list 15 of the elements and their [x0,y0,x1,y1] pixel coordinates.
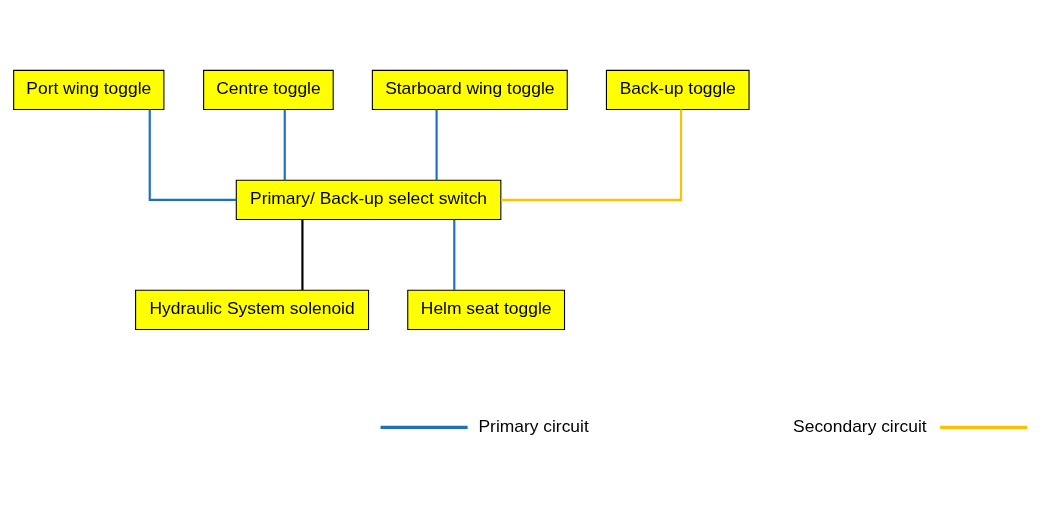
node-box: Hydraulic System solenoid [135,289,370,330]
node-box: Centre toggle [203,69,334,110]
connector [301,219,304,290]
connector [501,109,683,201]
connector [148,109,237,201]
connector [453,219,456,290]
connector [435,109,438,180]
node-box: Primary/ Back-up select switch [235,179,502,220]
node-box: Port wing toggle [13,69,165,110]
legend-label: Primary circuit [478,415,589,436]
connector [283,109,286,180]
node-box: Helm seat toggle [407,289,566,330]
legend-label: Secondary circuit [793,415,927,436]
node-box: Starboard wing toggle [371,69,568,110]
node-box: Back-up toggle [605,69,750,110]
